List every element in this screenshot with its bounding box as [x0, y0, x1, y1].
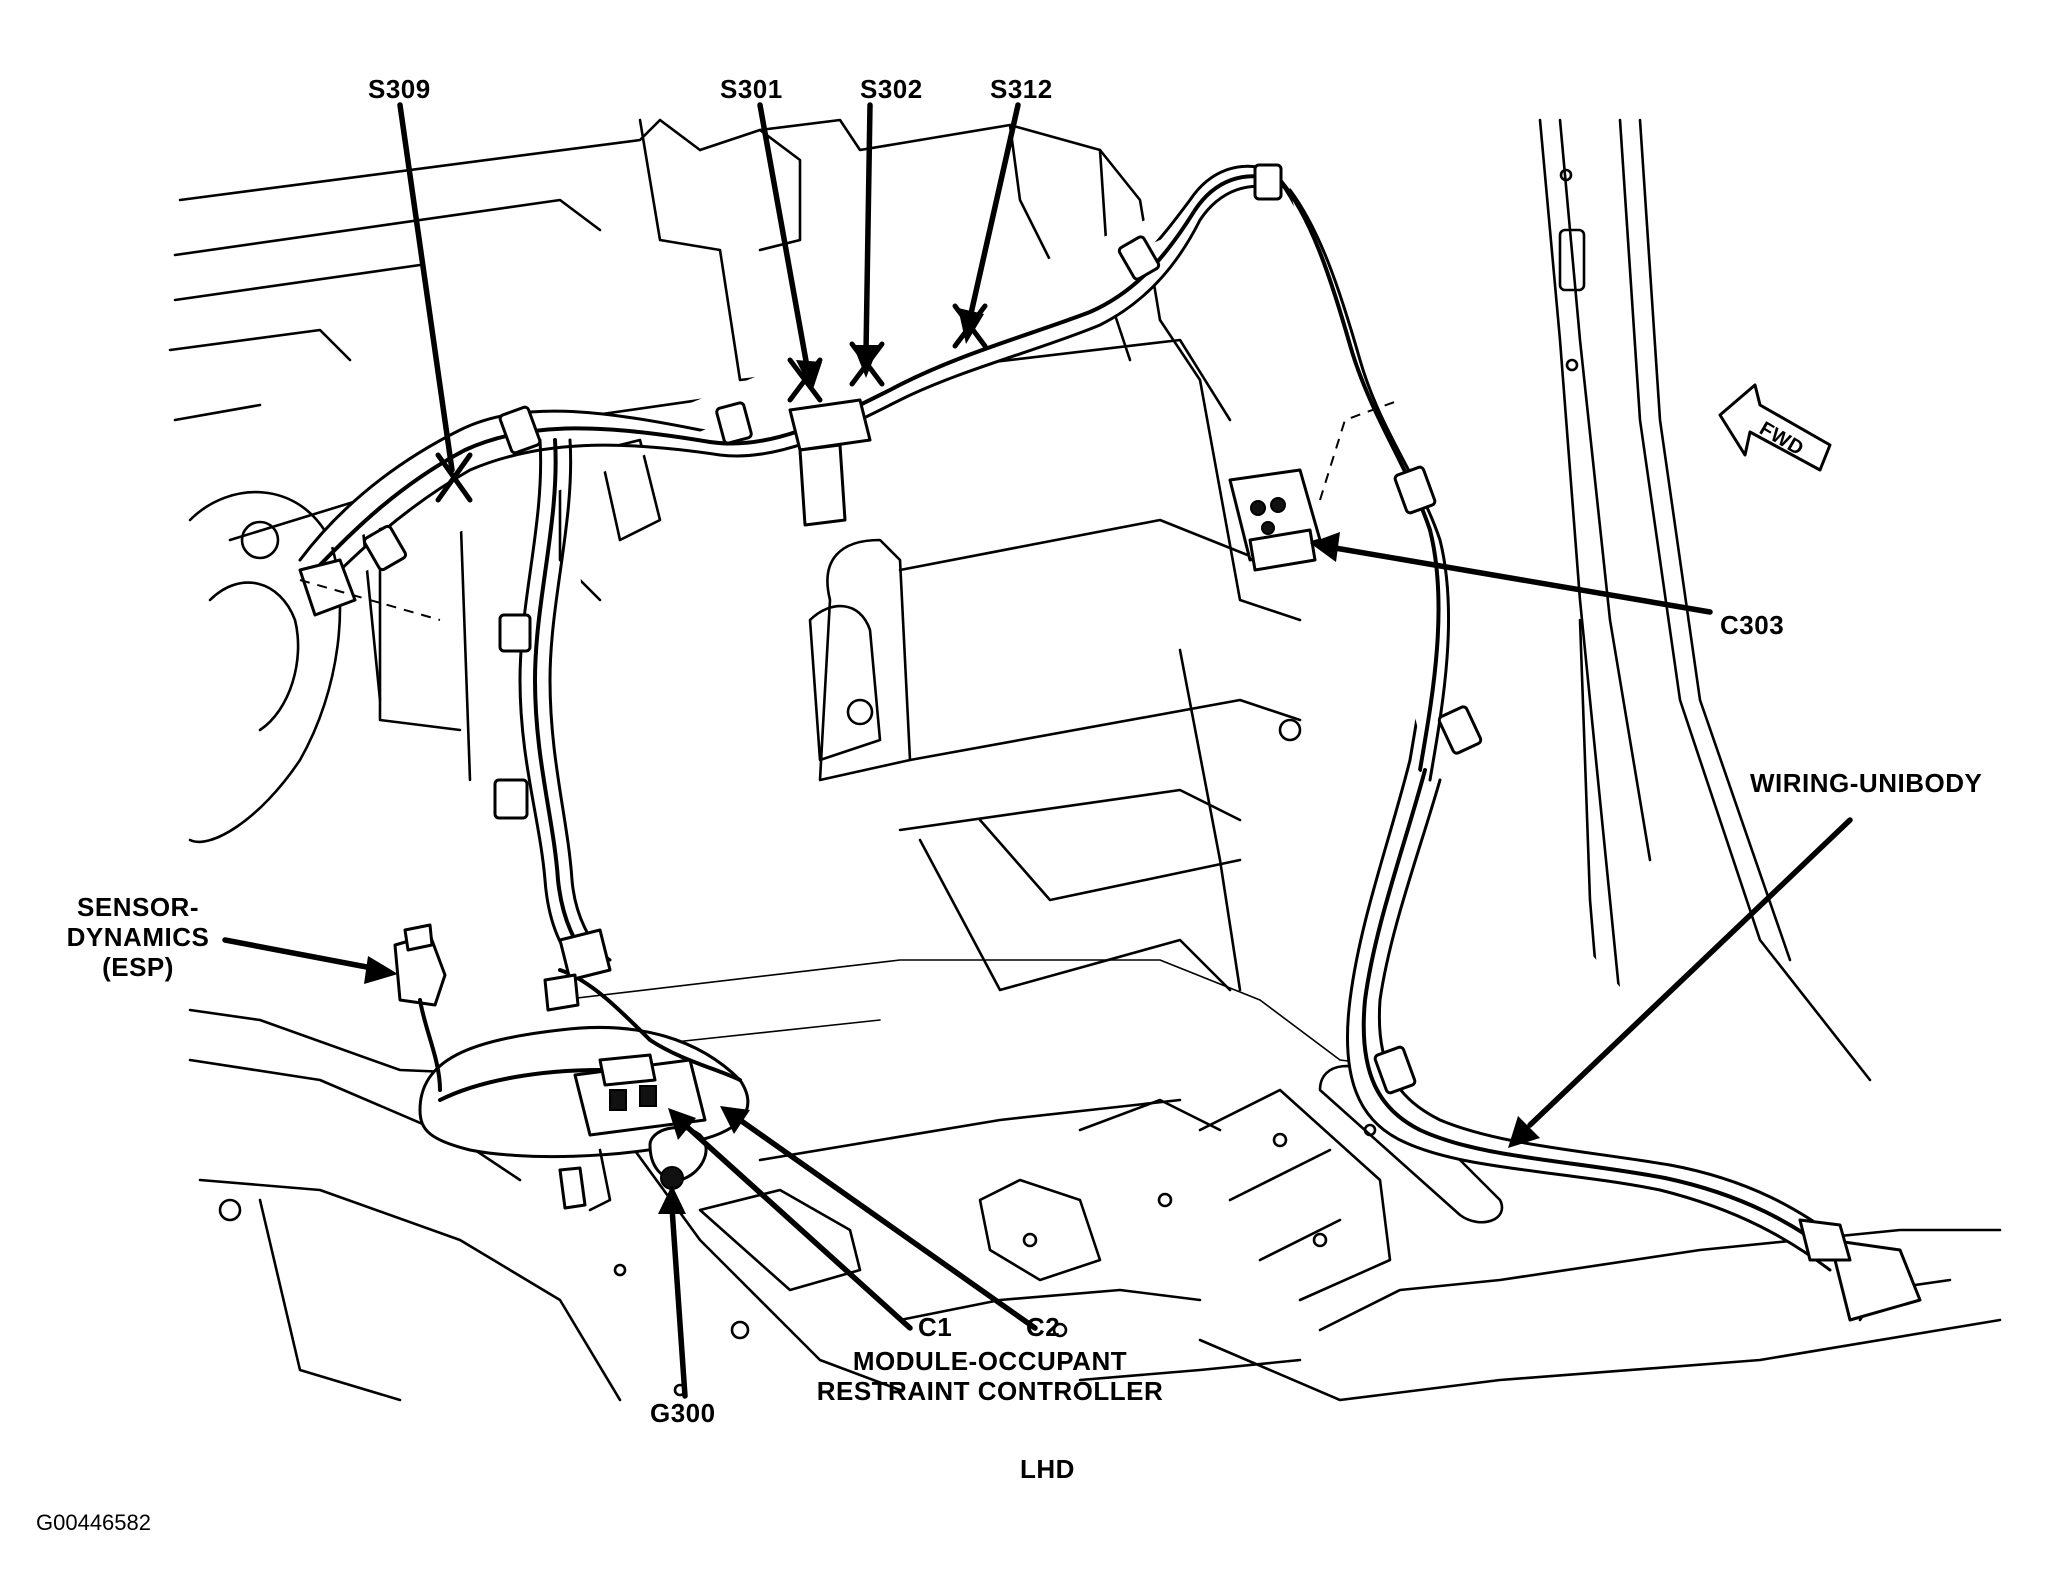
- fwd-arrow: [1718, 383, 1832, 472]
- label-module-line1: MODULE-OCCUPANT: [852, 1346, 1128, 1376]
- label-c1: C1: [918, 1312, 953, 1342]
- reference-id: G00446582: [36, 1510, 151, 1535]
- label-g300: G300: [650, 1398, 716, 1428]
- label-sensor-dynamics-line1: SENSOR-: [77, 892, 199, 922]
- label-lhd: LHD: [1020, 1454, 1075, 1484]
- label-s302: S302: [860, 74, 923, 104]
- leader-s309: [397, 102, 455, 473]
- leader-c2: [737, 1117, 1038, 1331]
- leader-c1: [682, 1122, 913, 1331]
- leader-sensor-esp: [222, 937, 375, 971]
- label-c303: C303: [1720, 610, 1785, 640]
- label-s309: S309: [368, 74, 431, 104]
- label-sensor-dynamics-line2: DYNAMICS: [66, 922, 210, 952]
- label-c2: C2: [1026, 1312, 1061, 1342]
- leader-g300: [669, 1205, 688, 1399]
- label-s301: S301: [720, 74, 783, 104]
- module-assembly: [393, 923, 750, 1212]
- label-sensor-dynamics-line3: (ESP): [102, 952, 174, 982]
- splice-s309-mark: [435, 452, 473, 503]
- label-wiring-unibody: WIRING-UNIBODY: [1750, 768, 1983, 798]
- label-s312: S312: [990, 74, 1053, 104]
- leader-s312: [967, 102, 1021, 321]
- label-module-line2: RESTRAINT CONTROLLER: [816, 1376, 1164, 1406]
- leader-wiring-unibody: [1527, 817, 1853, 1128]
- leader-c303: [1332, 545, 1713, 615]
- body-structure: [168, 118, 2002, 1402]
- leader-s301: [757, 102, 811, 375]
- leader-s302: [863, 102, 873, 355]
- leader-lines: [222, 102, 1853, 1399]
- upper-harness: [240, 163, 1922, 1322]
